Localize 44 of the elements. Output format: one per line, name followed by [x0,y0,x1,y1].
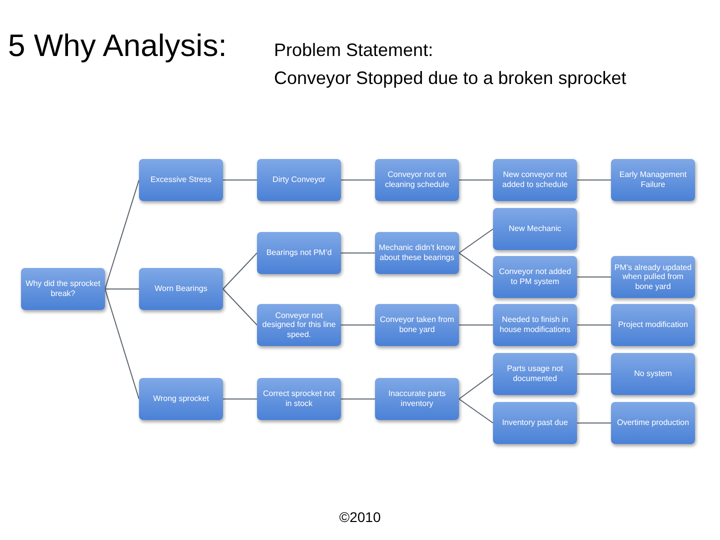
cause-box: Overtime production [611,402,695,444]
cause-box: Conveyor not on cleaning schedule [375,159,459,201]
connector-line [222,252,258,290]
cause-box: Dirty Conveyor [257,159,341,201]
cause-box: Early Management Failure [611,159,695,201]
connector-line [222,398,258,400]
cause-box: Worn Bearings [139,268,223,310]
cause-box: Project modification [611,304,695,346]
connector-line [104,180,140,290]
cause-box: Needed to finish in house modifications [493,304,577,346]
cause-box: PM’s already updated when pulled from bone yard [611,256,695,298]
connector-line [340,324,376,326]
cause-box: Conveyor taken from bone yard [375,304,459,346]
problem-statement: Conveyor Stopped due to a broken sprocket [274,68,626,89]
connector-line [576,276,612,278]
cause-box: Conveyor not designed for this line speed. [257,304,341,346]
title: 5 Why Analysis: [8,28,227,64]
cause-box: Why did the sprocket break? [21,268,105,310]
caption: ©2010 [338,509,382,525]
cause-box: Bearings not PM’d [257,232,341,274]
cause-box: Mechanic didn’t know about these bearings [375,232,459,274]
connector-line [340,252,376,254]
connector-line [104,288,140,400]
connector-line [458,252,494,278]
cause-box: Correct sprocket not in stock [257,378,341,420]
cause-box: Inaccurate parts inventory [375,378,459,420]
subtitle: Problem Statement: [274,40,434,61]
connector-line [458,398,494,424]
connector-line [458,324,494,326]
connector-line [340,398,376,400]
cause-box: No system [611,353,695,395]
connector-line [458,374,494,400]
connector-line [104,288,140,290]
connector-line [576,422,612,424]
cause-box: Parts usage not documented [493,353,577,395]
connector-line [458,228,494,254]
connector-line [576,324,612,326]
cause-box: Excessive Stress [139,159,223,201]
cause-box: New Mechanic [493,208,577,250]
connector-line [222,288,258,326]
cause-box: Inventory past due [493,402,577,444]
cause-box: Wrong sprocket [139,378,223,420]
cause-box: Conveyor not added to PM system [493,256,577,298]
cause-box: New conveyor not added to schedule [493,159,577,201]
